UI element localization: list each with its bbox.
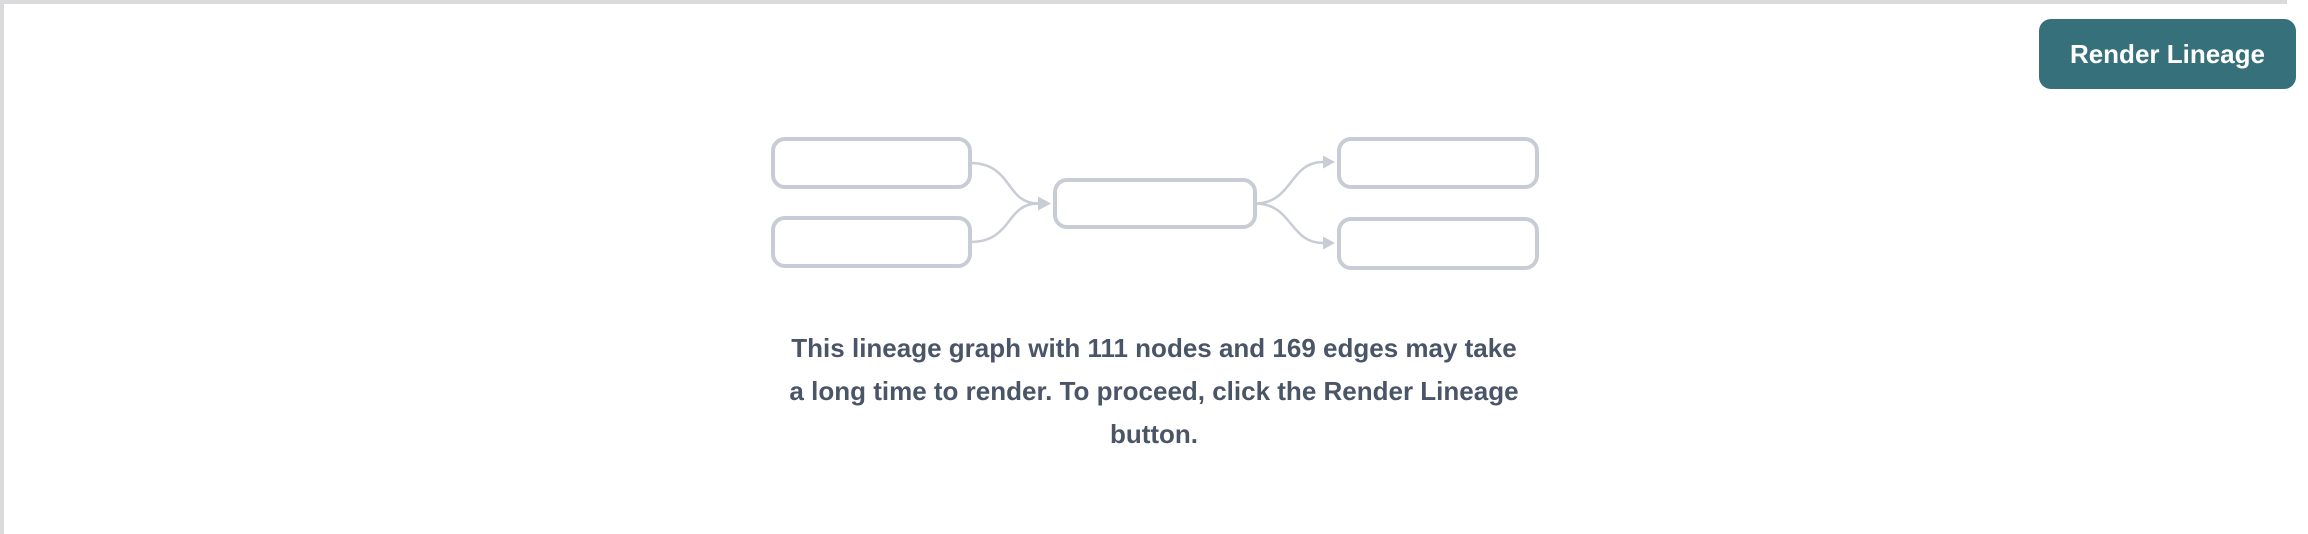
message-line: This lineage graph with 111 nodes and 16… bbox=[791, 333, 1517, 363]
diagram-node-center bbox=[1053, 178, 1257, 229]
diagram-edge-downstream-top bbox=[1254, 160, 1324, 205]
diagram-node-downstream-top bbox=[1337, 137, 1539, 189]
arrowhead-icon bbox=[1038, 196, 1051, 211]
diagram-node-downstream-bottom bbox=[1337, 217, 1539, 270]
render-lineage-button[interactable]: Render Lineage bbox=[2038, 19, 2296, 89]
message-line: a long time to render. To proceed, click… bbox=[789, 376, 1519, 406]
diagram-node-upstream-bottom bbox=[771, 216, 972, 268]
lineage-empty-state: This lineage graph with 111 nodes and 16… bbox=[0, 136, 2308, 456]
diagram-node-upstream-top bbox=[771, 137, 972, 189]
top-divider bbox=[0, 0, 2287, 4]
lineage-placeholder-diagram bbox=[771, 137, 1539, 270]
left-divider bbox=[0, 0, 4, 534]
message-line: button. bbox=[1109, 419, 1199, 449]
diagram-edge-downstream-bottom bbox=[1254, 202, 1324, 245]
diagram-edge-upstream-bottom bbox=[969, 202, 1039, 244]
arrowhead-icon bbox=[1323, 236, 1335, 250]
render-warning-message: This lineage graph with 111 nodes and 16… bbox=[789, 327, 1518, 456]
arrowhead-icon bbox=[1323, 155, 1335, 169]
diagram-edge-upstream-top bbox=[969, 161, 1039, 205]
